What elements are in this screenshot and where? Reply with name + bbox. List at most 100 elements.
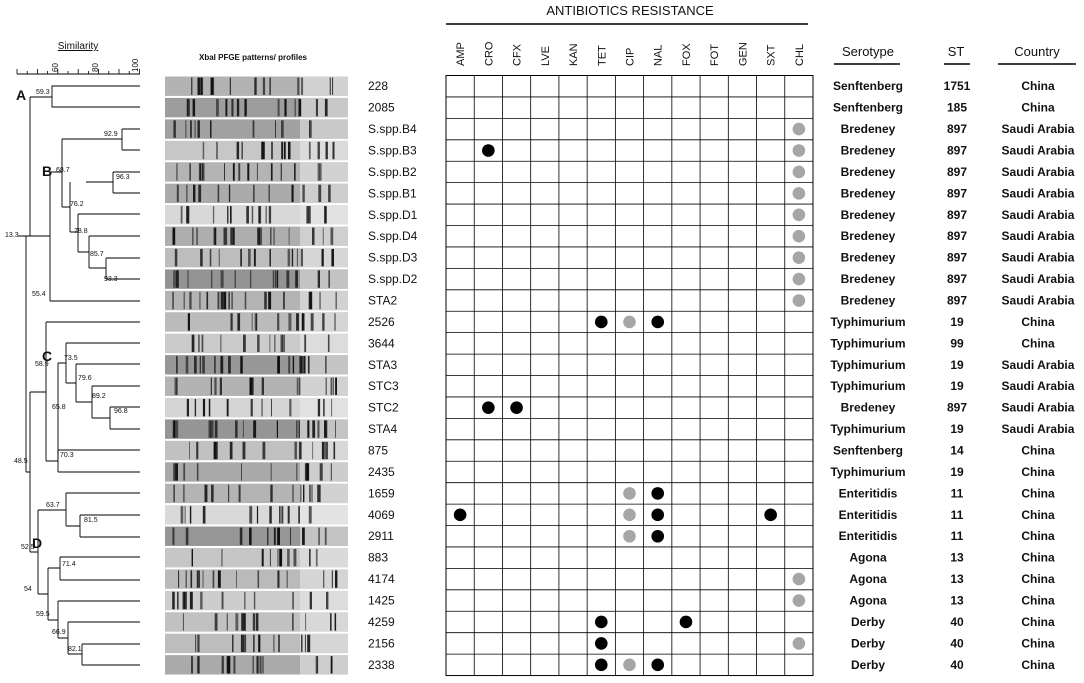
- st-cell: 897: [947, 294, 967, 308]
- node-value-label: 58.9: [35, 361, 49, 368]
- serotype-cell: Typhimurium: [830, 315, 905, 329]
- country-cell: Saudi Arabia: [1002, 401, 1075, 415]
- country-cell: Saudi Arabia: [1002, 272, 1075, 286]
- isolate-label: 2435: [368, 465, 395, 479]
- isolate-label: 4174: [368, 572, 395, 586]
- country-cell: China: [1021, 336, 1055, 350]
- antibiotic-header-fox: FOX: [681, 43, 693, 66]
- isolate-label: STC3: [368, 379, 399, 393]
- isolate-label: S.spp.D3: [368, 251, 418, 265]
- st-cell: 897: [947, 208, 967, 222]
- isolate-label: S.spp.B2: [368, 165, 417, 179]
- intermediate-marker: [792, 251, 806, 264]
- resistant-marker: [453, 508, 467, 522]
- gel-lane: [165, 119, 348, 139]
- gel-lane: [165, 312, 348, 332]
- gel-lane: [165, 226, 348, 246]
- country-cell: Saudi Arabia: [1002, 229, 1075, 243]
- serotype-cell: Enteritidis: [839, 486, 898, 500]
- isolate-label: S.spp.B1: [368, 186, 417, 200]
- isolate-label: 3644: [368, 336, 395, 350]
- intermediate-marker: [792, 187, 806, 200]
- node-value-label: 71.4: [62, 561, 76, 568]
- gel-lane: [165, 547, 348, 568]
- isolate-labels: 2282085S.spp.B4S.spp.B3S.spp.B2S.spp.B1S…: [368, 79, 418, 672]
- isolate-label: 1425: [368, 594, 395, 608]
- country-cell: China: [1021, 636, 1055, 650]
- gel-lane: [165, 655, 348, 675]
- gel-lane: [165, 355, 348, 375]
- serotype-cell: Typhimurium: [830, 336, 905, 350]
- st-header: ST: [948, 44, 965, 59]
- isolate-label: 4259: [368, 615, 395, 629]
- resistant-marker: [594, 615, 608, 629]
- serotype-cell: Bredeney: [841, 208, 896, 222]
- antibiotic-header-kan: KAN: [568, 43, 580, 66]
- isolate-label: 2911: [368, 529, 394, 543]
- gel-lane: [165, 462, 348, 482]
- node-value-label: 59.3: [36, 89, 50, 96]
- resistance-markers: [453, 122, 806, 672]
- intermediate-marker: [792, 165, 806, 179]
- country-cell: Saudi Arabia: [1002, 186, 1075, 200]
- isolate-label: 875: [368, 444, 388, 458]
- st-cell: 40: [950, 658, 964, 672]
- country-cell: China: [1021, 486, 1055, 500]
- gel-lane: [165, 76, 348, 96]
- country-cell: Saudi Arabia: [1002, 122, 1075, 136]
- node-value-label: 96.3: [116, 174, 130, 181]
- gel-lane: [165, 162, 348, 182]
- serotype-cell: Typhimurium: [830, 465, 905, 479]
- node-value-label: 63.7: [46, 502, 60, 509]
- st-cell: 19: [950, 422, 964, 436]
- st-cell: 897: [947, 186, 967, 200]
- isolate-label: STA2: [368, 294, 397, 308]
- gel-lane: [165, 183, 348, 204]
- antibiotic-header-tet: TET: [596, 45, 608, 66]
- resistant-marker: [594, 658, 608, 672]
- isolate-label: S.spp.D1: [368, 208, 418, 222]
- node-value-label: 68.7: [56, 167, 70, 174]
- resistance-grid: [445, 75, 814, 677]
- gel-lane: [165, 483, 348, 504]
- serotype-cell: Bredeney: [841, 165, 896, 179]
- isolate-label: 228: [368, 79, 388, 93]
- node-value-labels: 59.392.968.796.376.278.885.793.313.355.4…: [5, 89, 130, 653]
- similarity-scale: 60 80 100: [16, 58, 140, 75]
- serotype-cell: Bredeney: [841, 251, 896, 265]
- st-cell: 19: [950, 315, 964, 329]
- scale-tick-label-60: 60: [51, 63, 60, 72]
- node-value-label: 52.5: [21, 544, 35, 551]
- node-value-label: 66.9: [52, 629, 66, 636]
- country-cell: Saudi Arabia: [1002, 422, 1075, 436]
- intermediate-marker: [792, 208, 806, 222]
- country-cell: China: [1021, 508, 1055, 522]
- st-cell: 1751: [944, 79, 971, 93]
- country-cell: China: [1021, 101, 1055, 115]
- cluster-label: C: [42, 348, 52, 364]
- intermediate-marker: [792, 637, 806, 650]
- intermediate-marker: [623, 315, 636, 329]
- st-cell: 11: [951, 529, 964, 543]
- isolate-label: STC2: [368, 401, 399, 415]
- isolate-label: 1659: [368, 486, 395, 500]
- gel-lane: [165, 569, 348, 589]
- country-cell: China: [1021, 615, 1055, 629]
- node-value-label: 81.5: [84, 517, 98, 524]
- country-cell: Saudi Arabia: [1002, 165, 1075, 179]
- isolate-label: S.spp.B3: [368, 144, 417, 158]
- resistant-marker: [594, 315, 608, 329]
- st-cell: 40: [950, 636, 964, 650]
- cluster-label: B: [42, 163, 52, 179]
- gel-lane: [165, 140, 348, 161]
- resistant-marker: [764, 508, 777, 522]
- st-cell: 40: [950, 615, 964, 629]
- st-cell: 19: [950, 379, 964, 393]
- country-cell: Saudi Arabia: [1002, 294, 1075, 308]
- isolate-label: 883: [368, 551, 388, 565]
- st-cell: 897: [947, 229, 967, 243]
- st-cell: 11: [951, 486, 964, 500]
- antibiotic-header-cfx: CFX: [512, 43, 524, 66]
- country-cell: China: [1021, 529, 1055, 543]
